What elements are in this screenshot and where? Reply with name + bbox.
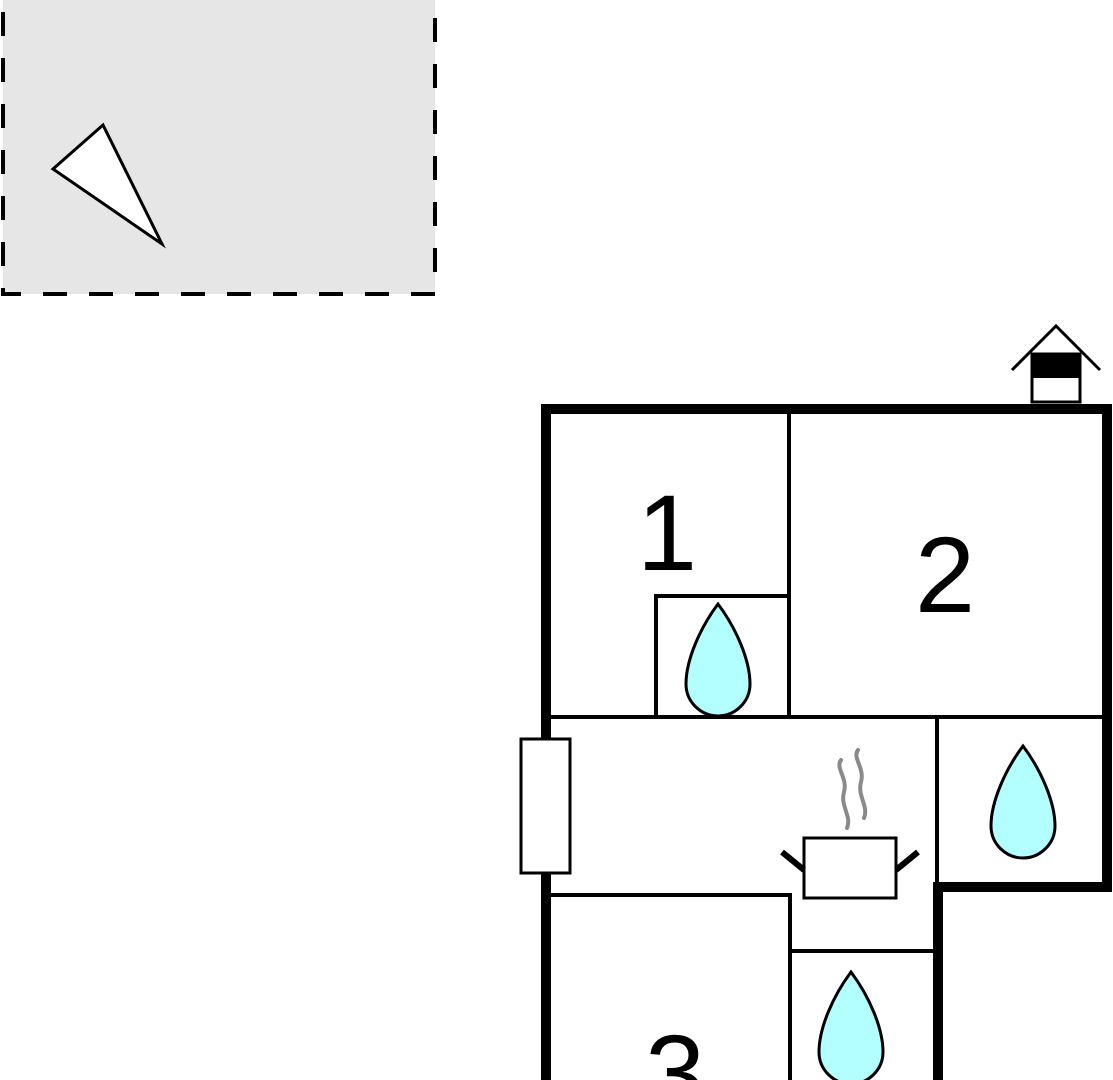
room-3-label: 3 <box>645 1012 705 1080</box>
window-icon <box>519 737 572 875</box>
water-drop-icon <box>817 969 885 1080</box>
room-1-label: 1 <box>637 472 697 593</box>
entrance-house-icon <box>1010 323 1102 404</box>
room-2 <box>789 412 1107 718</box>
interior-walls <box>546 412 1107 1080</box>
water-drop-icon <box>989 743 1057 860</box>
room-3 <box>548 896 790 1080</box>
exterior-walls <box>541 404 1112 1080</box>
compass-pointer-icon <box>50 122 166 249</box>
cooking-pot-icon <box>780 748 920 900</box>
outside-area-fill <box>1 0 437 296</box>
water-drop-icon <box>684 601 752 718</box>
outside-area <box>1 0 437 296</box>
room-2-label: 2 <box>915 514 975 635</box>
